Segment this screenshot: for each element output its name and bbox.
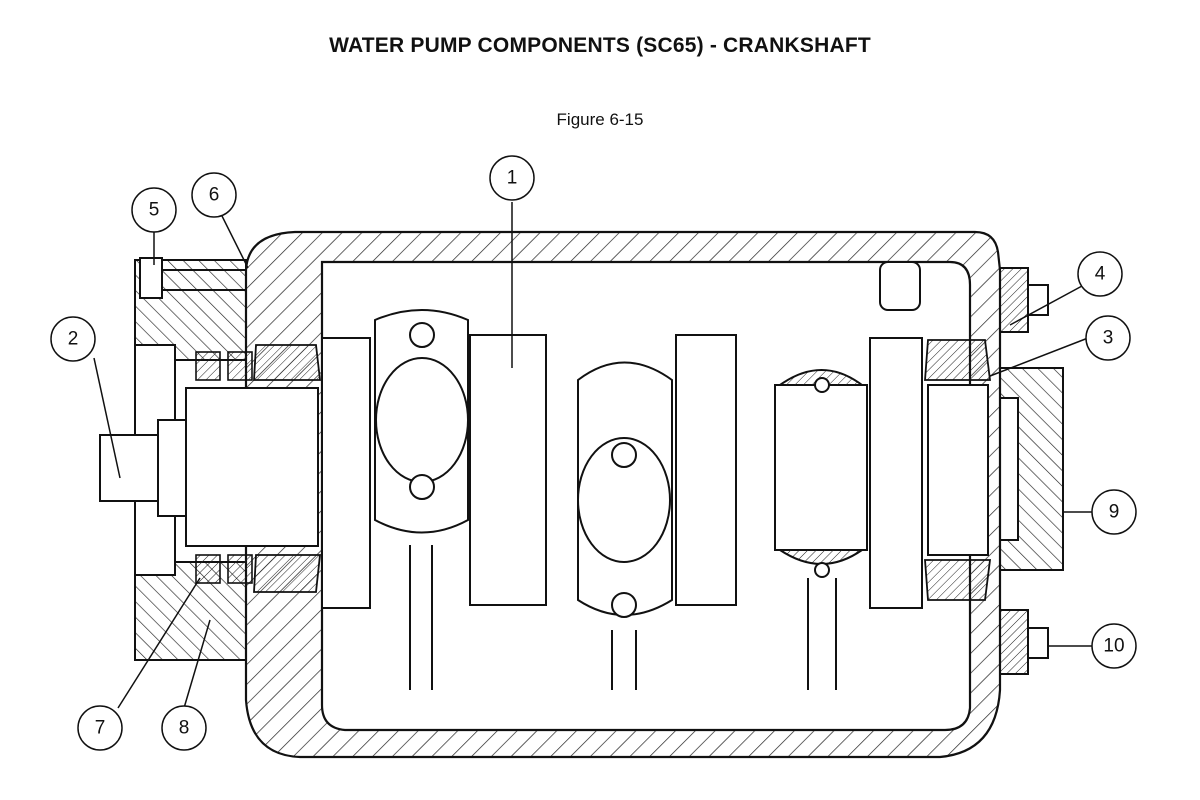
right-tapered-bearings [924,339,992,601]
crankshaft-input-end [99,387,319,547]
connecting-rod-1 [374,309,469,690]
left-tapered-bearings [253,344,322,593]
oil-seals [195,351,253,584]
callout-10: 10 [1103,636,1124,657]
figure-label: Figure 6-15 [556,110,644,129]
callout-5: 5 [149,200,160,221]
right-bearing-cover [999,367,1064,571]
callout-2: 2 [68,329,79,350]
flange-bolts [999,267,1049,675]
connecting-rod-3 [774,369,868,690]
callout-circles [50,155,1137,751]
callout-3: 3 [1103,328,1114,349]
callout-4: 4 [1095,264,1106,285]
callout-7: 7 [95,718,106,739]
callout-1: 1 [507,168,518,189]
callout-8: 8 [179,718,190,739]
callout-9: 9 [1109,502,1120,523]
callout-6: 6 [209,185,220,206]
connecting-rod-2 [577,361,673,690]
callout-leaders [93,202,1092,709]
cover-bolt [139,257,163,299]
right-journal [927,384,989,556]
crankshaft-body [321,334,923,609]
crankcase-housing [244,230,1002,759]
oil-passage [879,261,921,311]
page-title: WATER PUMP COMPONENTS (SC65) - CRANKSHAF… [329,34,871,57]
